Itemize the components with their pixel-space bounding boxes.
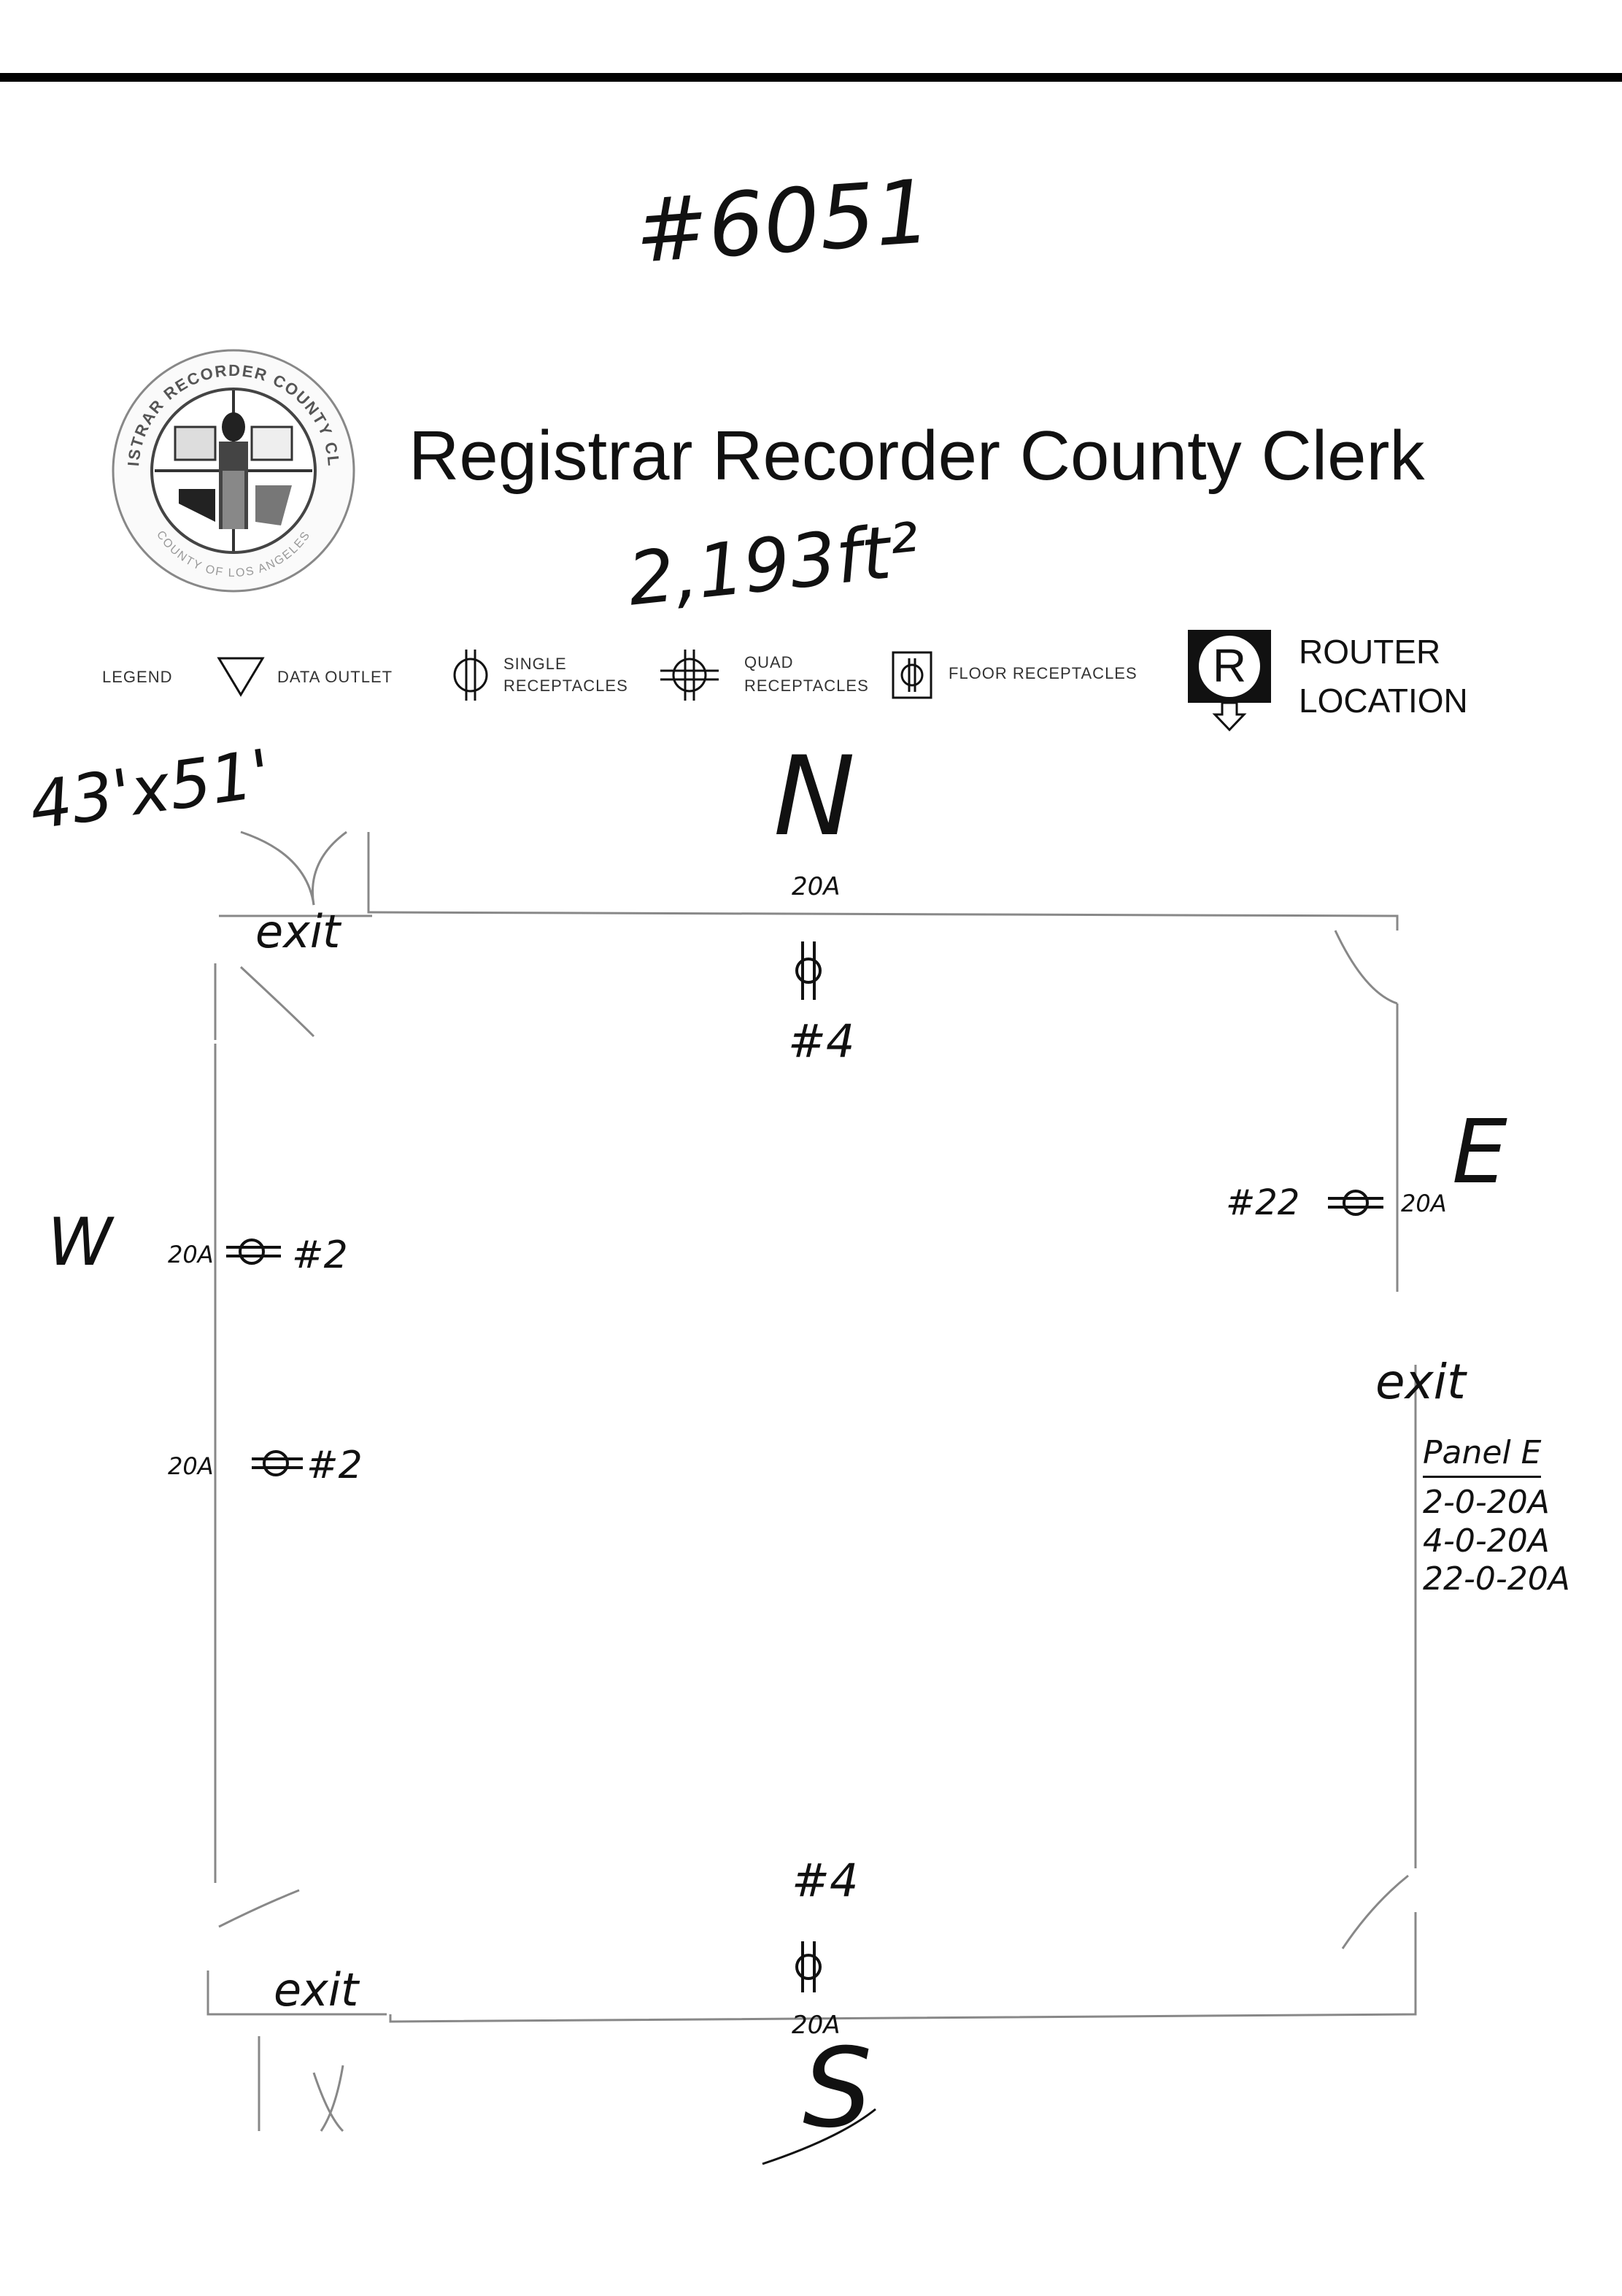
legend-data-outlet: DATA OUTLET (277, 668, 393, 686)
legend: LEGEND DATA OUTLET SINGLE RECEPTACLES QU… (102, 624, 1488, 741)
east-receptacle-symbol (1328, 1190, 1383, 1216)
south-letter-stroke (762, 2108, 876, 2165)
legend-router-line1: ROUTER (1299, 633, 1441, 671)
quad-receptacle-icon (660, 650, 719, 701)
compass-west: W (47, 1204, 112, 1281)
legend-single-line1: SINGLE (503, 655, 567, 673)
door-swings (218, 831, 1409, 2133)
compass-north: N (773, 733, 856, 860)
panel-row: 2-0-20A (1423, 1483, 1550, 1521)
legend-router-line2: LOCATION (1299, 681, 1468, 720)
room-walls (206, 832, 1417, 2023)
north-amp-label: 20A (792, 872, 841, 901)
north-receptacle-symbol (795, 941, 822, 1000)
single-receptacle-icon (453, 650, 488, 701)
compass-east: E (1452, 1102, 1507, 1203)
data-outlet-icon (217, 657, 265, 697)
west2-circuit-label: #2 (306, 1444, 363, 1487)
legend-quad-line1: QUAD (744, 653, 794, 671)
north-circuit-label: #4 (788, 1014, 855, 1068)
exit-label-east: exit (1375, 1354, 1466, 1410)
top-border-rule (0, 73, 1622, 82)
panel-row: 22-0-20A (1423, 1560, 1570, 1598)
county-seal-logo: REGISTRAR RECORDER COUNTY CLERK COUNTY O… (109, 347, 355, 593)
south-circuit-label: #4 (792, 1854, 859, 1907)
legend-router-text: ROUTER LOCATION (1299, 628, 1468, 725)
panel-row: 4-0-20A (1423, 1522, 1550, 1560)
compass-south: S (803, 2025, 873, 2152)
legend-label: LEGEND (102, 668, 173, 686)
west2-amp-label: 20A (168, 1452, 214, 1480)
exit-label-northwest: exit (255, 905, 341, 958)
router-location-icon: R (1188, 630, 1271, 732)
router-letter: R (1213, 639, 1246, 692)
east-amp-label: 20A (1401, 1190, 1447, 1217)
document-title: Registrar Recorder County Clerk (409, 417, 1425, 495)
west1-amp-label: 20A (168, 1241, 214, 1268)
legend-single-line2: RECEPTACLES (503, 677, 628, 695)
legend-floor: FLOOR RECEPTACLES (949, 664, 1138, 682)
panel-schedule: Panel E 2-0-20A 4-0-20A 22-0-20A (1423, 1434, 1570, 1599)
west-receptacle-symbol-2 (252, 1450, 303, 1476)
panel-title: Panel E (1423, 1434, 1542, 1478)
west-receptacle-symbol-1 (226, 1238, 281, 1265)
south-receptacle-symbol (795, 1941, 822, 1992)
legend-quad-line2: RECEPTACLES (744, 677, 869, 695)
east-circuit-label: #22 (1226, 1182, 1300, 1223)
south-amp-label: 20A (792, 2011, 841, 2040)
west1-circuit-label: #2 (292, 1233, 348, 1277)
floor-receptacle-icon (892, 651, 932, 699)
exit-label-southwest: exit (274, 1963, 359, 2016)
